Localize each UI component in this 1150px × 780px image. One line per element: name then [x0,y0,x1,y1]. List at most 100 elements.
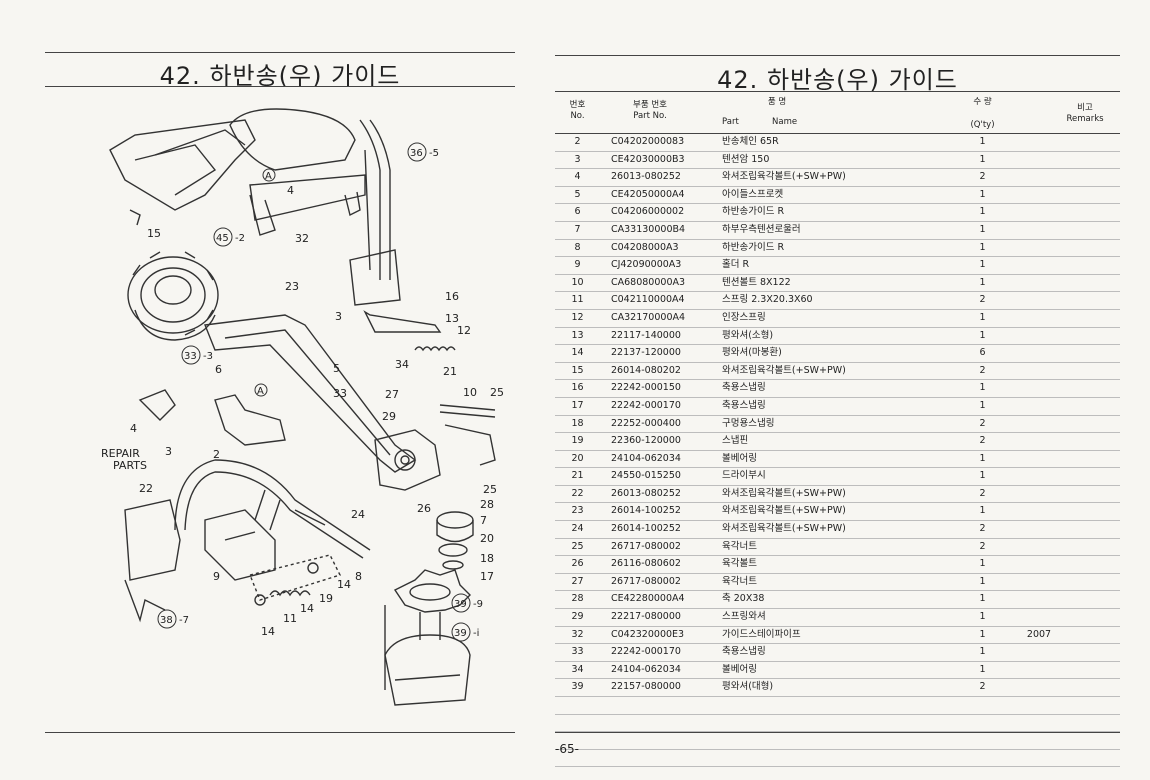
table-row: 8 C04208000A3 하반송가이드 R 1 [555,240,1120,258]
right-title-rule-top [555,55,1120,56]
callout-38: 38 [160,615,173,626]
table-row: 4 26013-080252 와셔조립육각볼트(+SW+PW) 2 [555,169,1120,187]
callout-12: 12 [457,324,471,337]
row-quantity: 1 [979,558,986,570]
row-part-number: C04206000002 [611,206,685,218]
table-empty-row [555,715,1120,733]
row-quantity: 2 [979,540,986,552]
row-quantity: 1 [979,206,986,218]
callout-4b: 4 [130,422,137,435]
row-no: 27 [571,575,584,587]
row-no: 39 [571,681,584,693]
row-part-name: 반송체인 65R [722,136,779,147]
exploded-parts-diagram: 15 4 32 23 16 3 13 12 6 5 34 21 33 27 10… [101,108,504,706]
header-name-ko: 품 명 [767,97,787,107]
circled-callouts: 36 -5 45 -2 33 -3 A A 38 -7 39 -9 39 -i [157,142,483,642]
row-quantity: 1 [979,241,986,253]
row-no: 32 [571,628,584,640]
row-part-number: 22217-080000 [611,611,681,623]
row-part-number: 26014-080202 [611,364,681,376]
row-part-number: CA32170000A4 [611,311,686,323]
row-quantity: 1 [979,452,986,464]
table-row: 23 26014-100252 와셔조립육각볼트(+SW+PW) 1 [555,503,1120,522]
table-row: 11 C042110000A4 스프링 2.3X20.3X60 2 [555,292,1120,310]
table-empty-row [555,750,1120,768]
callout-2: 2 [213,448,220,461]
row-part-number: CE42030000B3 [611,153,685,165]
row-part-name: 홀더 R [722,259,750,271]
row-quantity: 1 [979,311,986,323]
row-no: 21 [571,470,584,482]
table-row: 15 26014-080202 와셔조립육각볼트(+SW+PW) 2 [555,363,1120,381]
row-part-name: 축용스냅링 [722,646,766,658]
callout-5: 5 [333,362,340,375]
row-part-name: 와셔조립육각볼트(+SW+PW) [722,505,846,517]
callout-16: 16 [445,290,459,303]
row-part-number: C04208000A3 [611,241,679,253]
row-part-name: 축용스냅링 [722,382,766,394]
table-row: 17 22242-000170 축용스냅링 1 [555,398,1120,416]
callout-11: 11 [283,612,297,625]
callout-15: 15 [147,227,161,240]
callout-6: 6 [215,363,222,376]
row-part-name: 평와셔(소형) [722,329,774,341]
row-no: 12 [571,311,584,323]
row-part-name: 인장스프링 [722,311,766,323]
diagram-line-art [109,108,496,706]
row-part-name: 텐션볼트 8X122 [722,276,791,288]
row-no: 17 [571,399,584,411]
table-row: 14 22137-120000 평와셔(마봉환) 6 [555,345,1120,363]
row-no: 8 [574,241,581,253]
row-part-number: 26717-080002 [611,540,681,552]
row-part-name: 하부우측텐션로울러 [722,223,801,235]
callout-19: 19 [319,592,333,605]
table-row: 33 22242-000170 축용스냅링 1 [555,644,1120,662]
left-title-rule-top [45,52,515,53]
row-quantity: 1 [979,259,986,271]
row-part-name: 스프링 2.3X20.3X60 [722,294,813,306]
table-row: 13 22117-140000 평와셔(소형) 1 [555,328,1120,346]
row-part-number: 24104-062034 [611,663,681,675]
callout-A-top: A [265,171,272,182]
row-part-number: C042110000A4 [611,294,685,306]
header-qty-ko: 수 량 [973,97,992,107]
row-no: 7 [574,223,581,235]
callout-33: 33 [333,387,347,400]
table-row: 5 CE42050000A4 아이들스프로켓 1 [555,187,1120,205]
callout-17: 17 [480,570,494,583]
callout-39-b: 39 [454,628,467,639]
row-part-number: CE42280000A4 [611,593,685,605]
callout-4: 4 [287,184,294,197]
page-number: -65- [555,742,579,756]
callout-25: 25 [490,386,504,399]
row-part-number: 22117-140000 [611,329,681,341]
table-row: 6 C04206000002 하반송가이드 R 1 [555,204,1120,222]
row-part-name: 와셔조립육각볼트(+SW+PW) [722,523,846,535]
row-part-number: 26014-100252 [611,505,681,517]
row-quantity: 1 [979,505,986,517]
row-quantity: 2 [979,294,986,306]
row-part-name: 와셔조립육각볼트(+SW+PW) [722,487,846,499]
callout-22: 22 [139,482,153,495]
row-part-name: 스프링와셔 [722,611,766,623]
callout-labels: 15 4 32 23 16 3 13 12 6 5 34 21 33 27 10… [101,184,504,638]
callout-3b: 3 [165,445,172,458]
row-part-name: 볼베어링 [722,663,757,675]
row-quantity: 2 [979,364,986,376]
callout-9: 9 [213,570,220,583]
row-quantity: 1 [979,663,986,675]
row-quantity: 2 [979,435,986,447]
table-row: 39 22157-080000 평와셔(대형) 2 [555,679,1120,697]
row-part-number: C042320000E3 [611,628,685,640]
row-part-number: 24550-015250 [611,470,681,482]
row-part-name: 가이드스테이파이프 [722,628,801,640]
row-no: 11 [571,294,584,306]
table-row: 16 22242-000150 축용스냅링 1 [555,380,1120,398]
left-footer-rule [45,732,515,733]
row-no: 20 [571,452,584,464]
row-quantity: 1 [979,470,986,482]
row-part-number: CA33130000B4 [611,223,686,235]
svg-text:-5: -5 [429,148,439,159]
